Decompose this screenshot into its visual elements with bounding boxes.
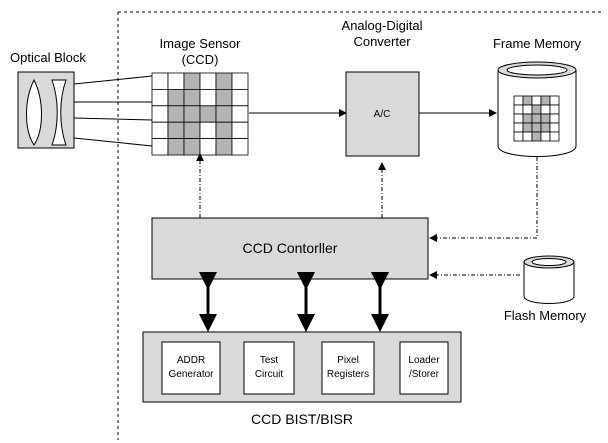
system-boundary (117, 11, 604, 440)
frame-memory-grid (513, 95, 560, 142)
ccd-controller-block (151, 217, 429, 280)
adc-block (345, 71, 420, 157)
frame-memory-cell (522, 131, 533, 142)
addr-sublabel: Generator (168, 369, 214, 380)
frame-memory-cell (513, 113, 524, 124)
ccd-cell (183, 89, 201, 107)
pixel-registers-block (321, 341, 375, 395)
ccd-cell (199, 105, 217, 123)
ccd-cell (215, 121, 233, 139)
ccd-cell (167, 89, 185, 107)
image-sensor-label: Image Sensor (160, 36, 242, 51)
frame-memory-cell (513, 104, 524, 115)
test-label: Test (260, 355, 279, 366)
optical-block-label: Optical Block (10, 50, 86, 65)
ccd-cell (215, 138, 233, 156)
ccd-cell (231, 121, 249, 139)
frame-memory-cell (513, 95, 524, 106)
ccd-cell (231, 72, 249, 90)
frame-memory-cell (513, 122, 524, 133)
ccd-cell (167, 105, 185, 123)
adc-inner-label: A/C (374, 109, 391, 120)
light-rays (73, 75, 153, 147)
pixel-label: Pixel (337, 355, 359, 366)
frame-memory-cell (522, 104, 533, 115)
test-circuit-block (243, 341, 295, 395)
ccd-controller-label: CCD Contorller (243, 240, 338, 256)
bist-bisr-title: CCD BIST/BISR (251, 411, 353, 427)
ccd-cell (151, 138, 169, 156)
frame-memory-cell (531, 104, 542, 115)
frame-memory-cell (549, 104, 560, 115)
ccd-cell (199, 89, 217, 107)
frame-memory-cell (540, 113, 551, 124)
flash-memory-label: Flash Memory (504, 308, 587, 323)
ccd-cell (231, 89, 249, 107)
addr-generator-block (161, 341, 221, 395)
optical-block (17, 71, 75, 149)
ccd-cell (215, 89, 233, 107)
ccd-cell (215, 105, 233, 123)
loader-sublabel: /Storer (409, 369, 440, 380)
ccd-cell (199, 72, 217, 90)
frame-memory-cell (540, 122, 551, 133)
ccd-cell (151, 105, 169, 123)
ccd-cell (183, 105, 201, 123)
frame-memory-cell (522, 95, 533, 106)
frame-memory-cell (540, 104, 551, 115)
frame-memory-cell (540, 95, 551, 106)
ccd-cell (183, 121, 201, 139)
frame-memory-cell (549, 113, 560, 124)
ccd-cell (151, 89, 169, 107)
frame-memory-cell (531, 95, 542, 106)
frame-to-controller-arrow (429, 157, 538, 242)
frame-memory-cell (549, 131, 560, 142)
ccd-cell (199, 121, 217, 139)
frame-memory-cell (549, 122, 560, 133)
ccd-cell (167, 121, 185, 139)
ccd-cell (231, 105, 249, 123)
ccd-cell (167, 72, 185, 90)
ccd-cell (183, 138, 201, 156)
image-sensor-sublabel: (CCD) (182, 52, 219, 67)
ccd-cell (151, 72, 169, 90)
addr-label: ADDR (177, 355, 205, 366)
bus-arrows (199, 272, 389, 332)
frame-memory-cell (522, 113, 533, 124)
ccd-cell (167, 138, 185, 156)
frame-memory-cell (531, 122, 542, 133)
ccd-cell (199, 138, 217, 156)
frame-memory-cell (531, 131, 542, 142)
loader-storer-block (399, 341, 449, 395)
frame-memory-cell (540, 131, 551, 142)
ccd-cell (215, 72, 233, 90)
ccd-cell (231, 138, 249, 156)
pixel-sublabel: Registers (327, 369, 369, 380)
flash-memory-cylinder (523, 255, 575, 304)
ccd-cell (151, 121, 169, 139)
ccd-sensor-grid (151, 72, 249, 156)
frame-memory-cell (531, 113, 542, 124)
frame-memory-cell (522, 122, 533, 133)
adc-label: Analog-Digital (342, 18, 423, 33)
adc-sublabel: Converter (353, 34, 411, 49)
loader-label: Loader (408, 355, 440, 366)
test-sublabel: Circuit (255, 369, 284, 380)
frame-memory-cell (513, 131, 524, 142)
frame-memory-label: Frame Memory (493, 36, 582, 51)
ccd-cell (183, 72, 201, 90)
frame-memory-cell (549, 95, 560, 106)
